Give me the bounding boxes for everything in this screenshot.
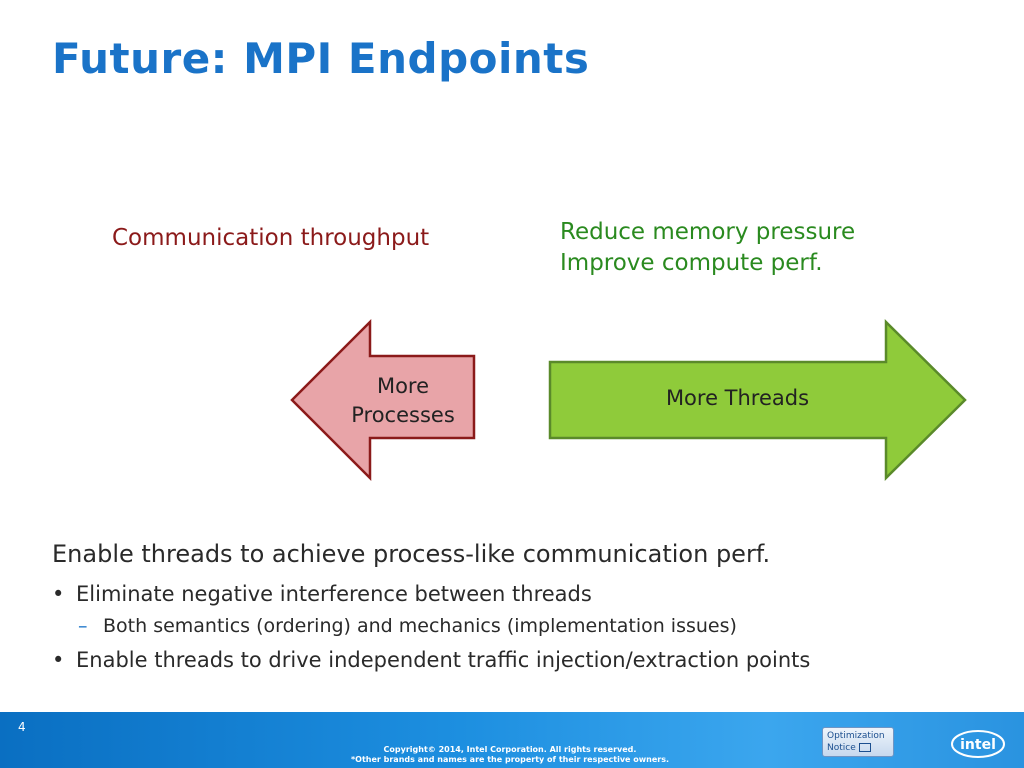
- bullet-text: Eliminate negative interference between …: [76, 582, 592, 606]
- more-processes-arrow: [290, 318, 476, 482]
- intel-logo-text: intel: [960, 737, 996, 753]
- bullet-independent-traffic: • Enable threads to drive independent tra…: [52, 648, 810, 672]
- benefits-label-group: Reduce memory pressure Improve compute p…: [560, 217, 855, 279]
- more-threads-arrow: [548, 319, 967, 481]
- sub-bullet-text: Both semantics (ordering) and mechanics …: [103, 615, 737, 637]
- footer-bar: 4 Copyright© 2014, Intel Corporation. Al…: [0, 712, 1024, 768]
- page-number: 4: [18, 720, 26, 734]
- copyright-line2: *Other brands and names are the property…: [350, 755, 670, 764]
- sub-bullet-dash: –: [78, 615, 88, 637]
- bullet-eliminate-interference: • Eliminate negative interference between…: [52, 582, 592, 606]
- optimization-notice-line1: Optimization: [827, 731, 885, 741]
- more-processes-label: More Processes: [330, 372, 476, 430]
- communication-throughput-label: Communication throughput: [112, 225, 430, 251]
- copyright-line1: Copyright© 2014, Intel Corporation. All …: [383, 745, 637, 754]
- notice-book-icon: [858, 743, 871, 752]
- reduce-memory-label: Reduce memory pressure: [560, 219, 856, 245]
- copyright-notice: Copyright© 2014, Intel Corporation. All …: [300, 745, 720, 765]
- bullet-dot: •: [52, 582, 65, 606]
- bullet-text: Enable threads to drive independent traf…: [76, 648, 811, 672]
- main-point: Enable threads to achieve process-like c…: [52, 540, 771, 568]
- improve-compute-label: Improve compute perf.: [560, 250, 823, 276]
- bullet-dot: •: [52, 648, 65, 672]
- optimization-notice-button[interactable]: Optimization Notice: [822, 727, 894, 757]
- more-processes-line1: More: [376, 374, 430, 398]
- page-title: Future: MPI Endpoints: [52, 34, 590, 83]
- more-processes-line2: Processes: [351, 403, 455, 427]
- more-threads-label: More Threads: [665, 386, 810, 410]
- intel-logo: intel: [951, 730, 1005, 758]
- sub-bullet-semantics: –Both semantics (ordering) and mechanics…: [78, 615, 737, 637]
- optimization-notice-line2: Notice: [827, 742, 893, 754]
